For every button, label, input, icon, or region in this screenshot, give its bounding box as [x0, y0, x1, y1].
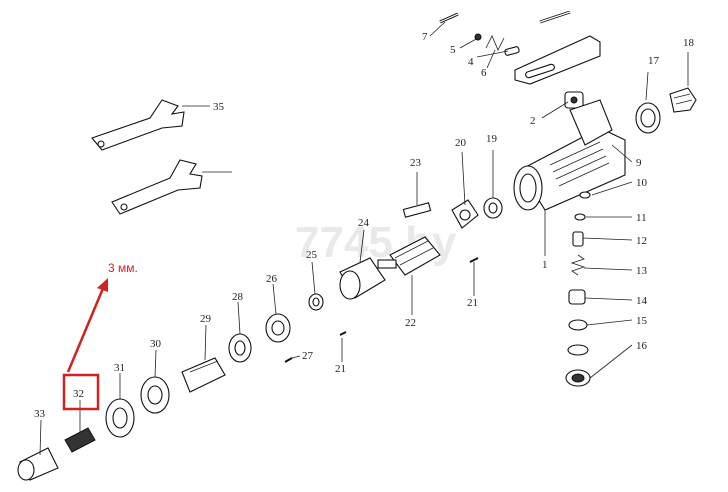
- label-28: 28: [232, 291, 244, 303]
- label-30: 30: [150, 338, 162, 350]
- arrow-shaft: [66, 285, 106, 373]
- part-6-spring: [485, 35, 505, 51]
- part-34-wrench: [91, 99, 185, 151]
- part-20-end-plate: [451, 199, 479, 229]
- part-30-bushing: [140, 376, 170, 414]
- label-9: 9: [636, 157, 642, 169]
- label-20: 20: [455, 137, 467, 149]
- label-21b: 21: [335, 363, 346, 375]
- size-note: 3 мм.: [108, 261, 138, 275]
- label-12: 12: [636, 235, 647, 247]
- label-6: 6: [481, 67, 487, 79]
- part-1-housing: [513, 99, 626, 211]
- part-18-inlet: [669, 87, 697, 113]
- label-16: 16: [636, 340, 648, 352]
- part-7-pin: [439, 12, 459, 24]
- part-33-cap: [17, 447, 59, 481]
- label-14: 14: [636, 295, 648, 307]
- part-8-trigger-lever: [514, 35, 601, 85]
- part-10-oring: [579, 191, 591, 199]
- label-25: 25: [306, 249, 318, 261]
- leader-lines: [39, 21, 689, 456]
- part-29-spindle: [181, 357, 226, 393]
- part-labels: 35 7 5 4 6 2 17 18 9 10 11 12 13 14 15 1…: [34, 31, 695, 420]
- label-17: 17: [648, 55, 660, 67]
- label-18: 18: [683, 37, 695, 49]
- label-34: 35: [213, 101, 225, 113]
- part-12-valve: [572, 231, 584, 247]
- label-21a: 21: [467, 297, 478, 309]
- label-1: 1: [542, 259, 548, 271]
- part-15-oring: [568, 319, 588, 331]
- label-33: 33: [34, 408, 46, 420]
- arrow-head: [97, 278, 108, 292]
- label-11: 11: [636, 212, 647, 224]
- label-22: 22: [405, 317, 416, 329]
- label-5: 5: [450, 44, 456, 56]
- part-21b-pin: [339, 331, 347, 336]
- red-annotation: 3 мм.: [62, 261, 138, 411]
- label-26: 26: [266, 273, 278, 285]
- part-17-nut: [635, 102, 661, 134]
- label-15: 15: [636, 315, 648, 327]
- label-27: 27: [302, 350, 314, 362]
- part-15b-washer: [567, 344, 589, 356]
- part-14-seat: [568, 289, 586, 305]
- part-19-bearing: [483, 197, 503, 219]
- part-24-cylinder: [339, 257, 386, 300]
- part-2-valve-sleeve: [564, 91, 584, 109]
- label-4: 4: [468, 56, 474, 68]
- part-23-vane: [402, 202, 432, 218]
- label-31: 31: [114, 362, 125, 374]
- label-32: 32: [73, 388, 84, 400]
- part-21a-pin: [469, 257, 479, 263]
- label-7: 7: [422, 31, 428, 43]
- label-29: 29: [200, 313, 212, 325]
- label-13: 13: [636, 265, 648, 277]
- part-28-bearing: [228, 333, 252, 363]
- part-8-pin: [539, 10, 571, 24]
- part-4-pin: [504, 46, 520, 56]
- part-35-wrench: [111, 159, 203, 215]
- highlight-box-32: [62, 373, 100, 411]
- part-13-spring: [570, 254, 586, 276]
- label-24: 24: [358, 217, 370, 229]
- part-22-rotor: [377, 236, 441, 276]
- part-11-washer: [574, 213, 586, 221]
- part-31-collet-nut: [105, 398, 135, 438]
- label-23: 23: [410, 157, 422, 169]
- part-27-pin: [284, 357, 293, 363]
- part-26-front-plate: [265, 313, 291, 343]
- label-19: 19: [486, 133, 498, 145]
- part-16-plug: [565, 369, 591, 387]
- part-25-bearing: [308, 293, 324, 311]
- label-10: 10: [636, 177, 648, 189]
- label-2: 2: [530, 115, 536, 127]
